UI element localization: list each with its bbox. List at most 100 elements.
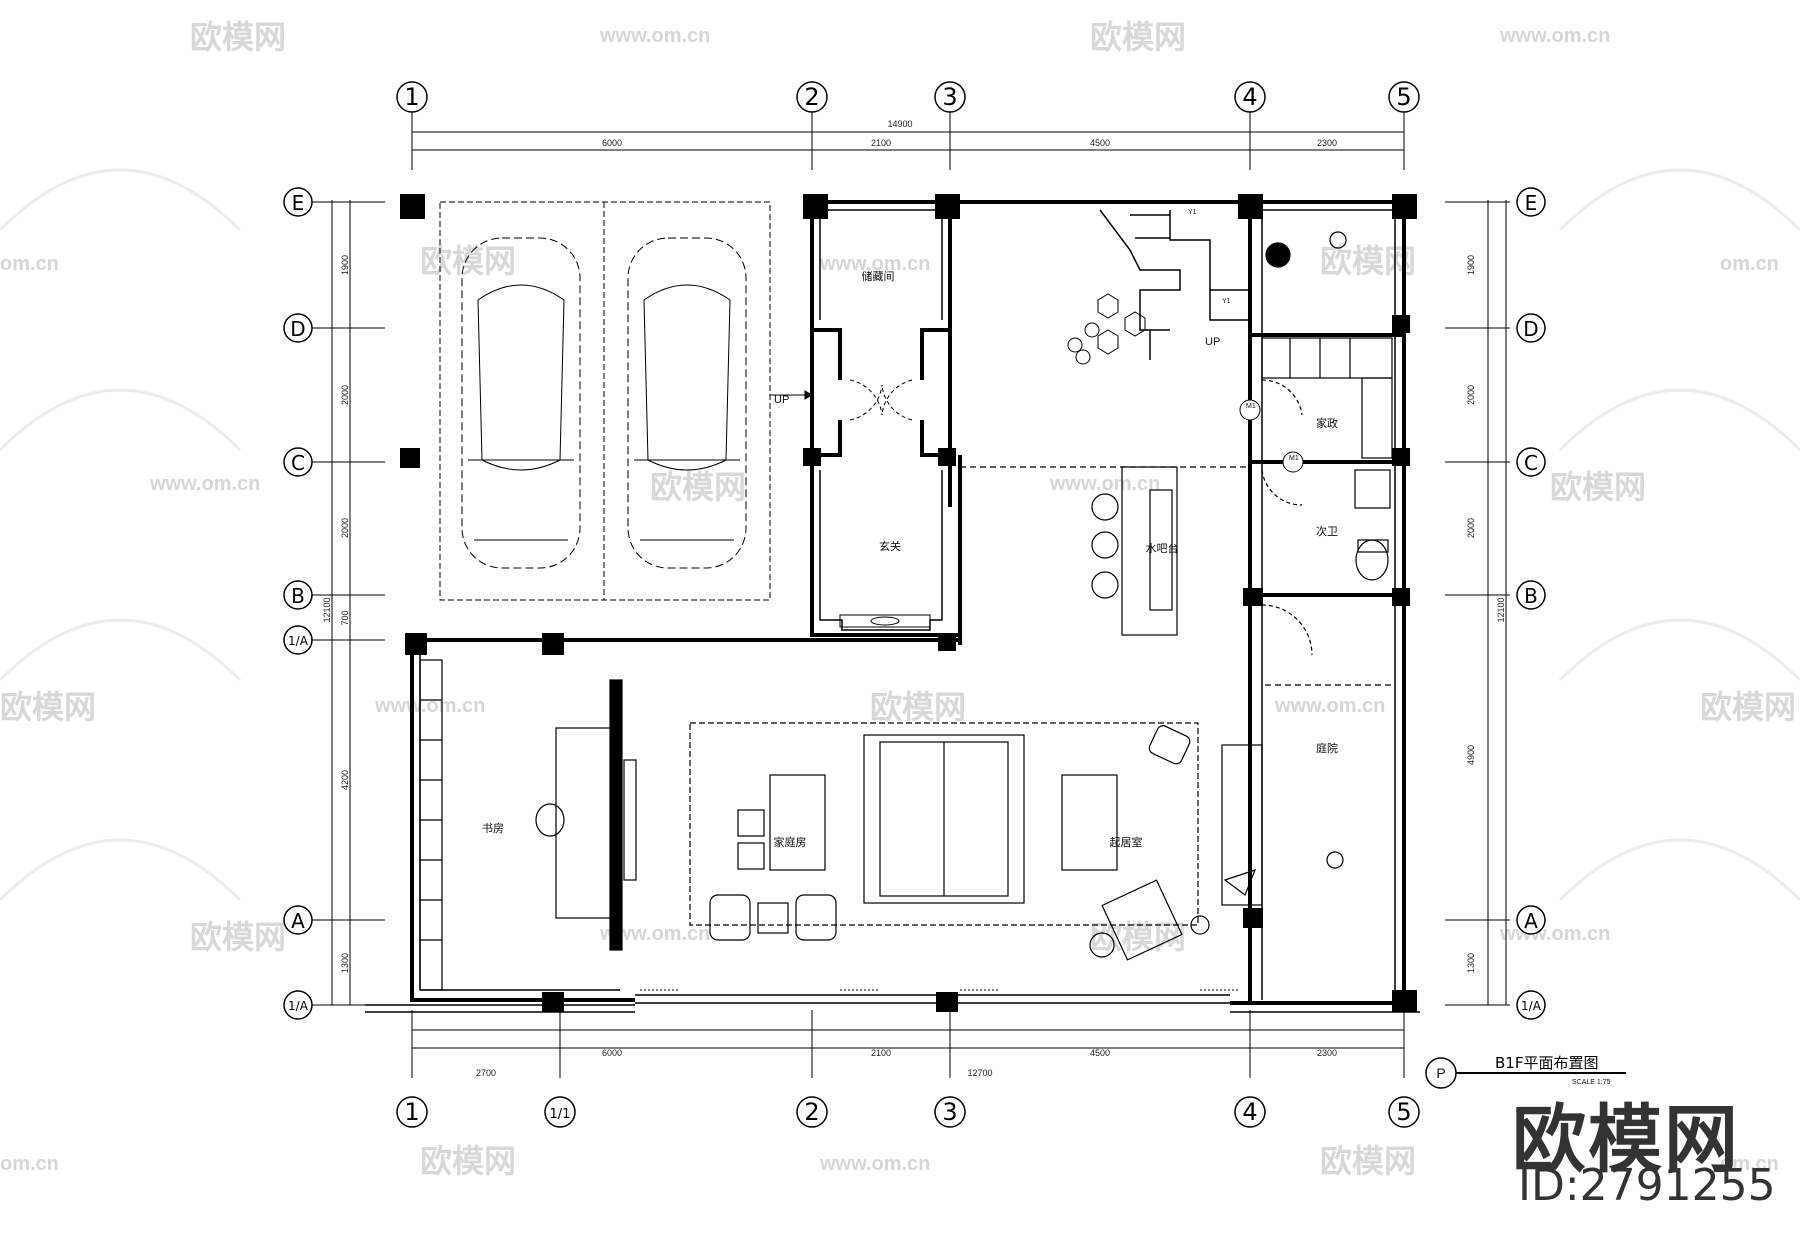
car-icon — [461, 237, 581, 569]
watermark-url: www.om.cn — [374, 695, 485, 717]
grid-bubble-bottom — [1234, 1096, 1266, 1128]
grid-label: 3 — [942, 1098, 957, 1126]
dim-right-seg: 1300 — [1466, 953, 1476, 973]
door-tag-m1: M1 — [1289, 455, 1299, 462]
watermark-url: www.om.cn — [819, 253, 930, 275]
dim-bottom-seg: 2300 — [1317, 1048, 1337, 1058]
garage — [439, 201, 814, 601]
grid-bubble-top — [796, 81, 828, 113]
grid-bubble-top — [1388, 81, 1420, 113]
y1-label: Y1 — [1188, 209, 1197, 216]
dim-right-seg: 1900 — [1466, 255, 1476, 275]
watermark-brand: 欧模网 — [420, 242, 516, 280]
dim-top-seg: 2100 — [871, 138, 891, 148]
grid-bubble-bottom — [1388, 1096, 1420, 1128]
grid-bubble-right — [1516, 905, 1546, 935]
grid-bubble-left — [283, 447, 313, 477]
brand-logo-text: 欧模网 — [1512, 1097, 1740, 1183]
watermark-brand: 欧模网 — [1550, 468, 1646, 506]
watermark-url: www.om.cn — [1499, 923, 1610, 945]
grid-label: B — [291, 584, 305, 608]
car-icon — [627, 237, 747, 569]
grid-label: C — [1524, 451, 1538, 475]
grid-bubble-left — [283, 187, 313, 217]
grid-labels: 1 2 3 4 5 1 1/1 2 3 4 5 E D C B 1/A A 1/… — [288, 83, 1542, 1126]
watermark-brand: 欧模网 — [870, 688, 966, 726]
room-label-bar: 水吧台 — [1146, 541, 1179, 555]
grid-label: 1/1 — [550, 1107, 571, 1122]
dim-left-seg: 700 — [340, 610, 350, 625]
dim-right-seg: 2000 — [1466, 518, 1476, 538]
title-text: B1F平面布置图 — [1495, 1054, 1598, 1072]
grid-label: C — [291, 451, 305, 475]
grid-label: E — [292, 191, 305, 215]
up-label-stair: UP — [1205, 336, 1220, 348]
grid-bubble-right — [1516, 580, 1546, 610]
grid-label: 4 — [1242, 1098, 1257, 1126]
watermark-url: om.cn — [1720, 253, 1779, 275]
dim-bottom-second: 12700 — [967, 1068, 992, 1078]
grid-bubble-left — [283, 580, 313, 610]
brand-id: ID:2791255 — [1518, 1160, 1776, 1211]
watermark-url: www.om.cn — [1274, 695, 1385, 717]
dim-top-seg: 2300 — [1317, 138, 1337, 148]
room-labels: 储藏间 玄关 水吧台 家政 次卫 庭院 书房 家庭房 起居室 — [482, 269, 1338, 849]
dim-right-seg: 2000 — [1466, 385, 1476, 405]
watermark-brand: 欧模网 — [190, 18, 286, 56]
grid-bubble-top — [396, 81, 428, 113]
dim-right-seg: 4900 — [1466, 745, 1476, 765]
grid-label: B — [1524, 584, 1538, 608]
grid-label: 5 — [1396, 1098, 1411, 1126]
dim-left-seg: 1900 — [340, 255, 350, 275]
grid-label: 1/A — [1521, 999, 1542, 1013]
dim-bottom-seg: 4500 — [1090, 1048, 1110, 1058]
dim-bottom-second: 2700 — [476, 1068, 496, 1078]
grid-bubble-right — [1516, 187, 1546, 217]
grid-label: D — [290, 317, 305, 341]
grid-label: 1 — [404, 1098, 419, 1126]
service-rooms — [1261, 231, 1393, 656]
watermark-brand: 欧模网 — [1700, 688, 1796, 726]
dim-left-seg: 1300 — [340, 953, 350, 973]
dim-right-overall: 12100 — [1496, 597, 1506, 622]
grid-label: D — [1523, 317, 1538, 341]
y1-label: Y1 — [1222, 298, 1231, 305]
watermark-url: om.cn — [0, 253, 59, 275]
dim-left-seg: 2000 — [340, 385, 350, 405]
watermark-url: om.cn — [0, 1153, 59, 1175]
up-label-garage: UP — [774, 394, 789, 406]
grid-label: A — [291, 909, 305, 933]
dim-top-seg: 6000 — [602, 138, 622, 148]
title-scale: SCALE 1:75 — [1572, 1079, 1611, 1086]
courtyard — [1221, 684, 1395, 906]
grid-label: 2 — [804, 83, 819, 111]
grid-label: 2 — [804, 1098, 819, 1126]
grid-bubble-right — [1516, 313, 1546, 343]
watermark-brand: 欧模网 — [650, 468, 746, 506]
grid-label: 1 — [404, 83, 419, 111]
dim-left-overall: 12100 — [322, 597, 332, 622]
grid-label: 4 — [1242, 83, 1257, 111]
title-block: P B1F平面布置图 SCALE 1:75 — [1425, 1054, 1626, 1089]
dimension-lines — [312, 112, 1510, 1078]
dimension-texts: 14900 6000 2100 4500 2300 6000 2100 4500… — [322, 119, 1506, 1078]
grid-bubble-bottom — [544, 1096, 576, 1128]
grid-bubble-right — [1516, 990, 1546, 1020]
watermark-brand: 欧模网 — [190, 918, 286, 956]
watermark-url: www.om.cn — [819, 1153, 930, 1175]
door-tag-m1: M1 — [1246, 403, 1256, 410]
room-label-family: 家庭房 — [774, 835, 807, 849]
grid-bubbles — [283, 81, 1546, 1128]
entry-doors — [849, 379, 913, 421]
grid-bubble-left — [283, 990, 313, 1020]
dim-top-overall: 14900 — [887, 119, 912, 129]
staircase — [1099, 209, 1250, 360]
background-arcs — [0, 168, 1800, 902]
living-area — [689, 722, 1210, 961]
watermark-url: www.om.cn — [1499, 25, 1610, 47]
grid-label: 1/A — [288, 999, 309, 1013]
grid-label: 5 — [1396, 83, 1411, 111]
grid-bubble-top — [934, 81, 966, 113]
hexagon-decor — [1067, 293, 1146, 365]
